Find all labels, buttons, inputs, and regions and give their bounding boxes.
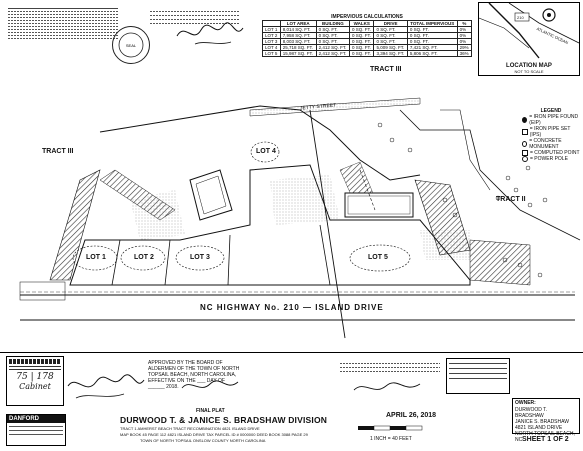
lot-4-label: LOT 4 xyxy=(256,148,276,155)
legend-item-label: = CONCRETE MONUMENT xyxy=(529,138,562,150)
owner-line: NORTH TOPSAIL BEACH, NC xyxy=(515,431,575,443)
legend-item: = CONCRETE MONUMENT xyxy=(522,138,580,150)
impervious-cell: 5,806 SQ. FT. xyxy=(406,50,458,57)
scale-bar xyxy=(358,425,423,431)
signature-scribble xyxy=(176,22,244,45)
impervious-cell: LOT 5 xyxy=(262,50,281,57)
recording-box: 75 | 178 Cabinet xyxy=(6,356,64,406)
house-footprint xyxy=(189,169,233,221)
impervious-cell: 25,718 SQ. FT. xyxy=(279,44,317,51)
location-map: 210 ATLANTIC OCEAN LOCATION MAP NOT TO S… xyxy=(478,2,580,76)
impervious-cell: 5,009 SQ. FT. xyxy=(373,44,408,51)
lot-2-label: LOT 2 xyxy=(134,254,154,261)
recording-stamp-number: 75 | 178 xyxy=(16,372,54,382)
legend-symbol-icon xyxy=(522,156,528,162)
firm-name: DANFORD xyxy=(7,415,65,423)
lot-5-label: LOT 5 xyxy=(368,254,388,261)
owner-box-title: OWNER: xyxy=(515,400,536,406)
tract-iii-left-label: TRACT III xyxy=(42,148,74,155)
legend-item-label: = POWER POLE xyxy=(530,156,568,162)
jetty-street xyxy=(249,97,421,117)
impervious-cell: 0 SQ. FT. xyxy=(349,50,375,57)
title-line-2: MAP BOOK 45 PAGE 112 4821 ISLAND DRIVE T… xyxy=(120,432,308,437)
recording-cabinet: Cabinet xyxy=(19,382,51,391)
scale-text: 1 INCH = 40 FEET xyxy=(370,436,412,442)
location-map-graphic xyxy=(478,2,580,59)
title-line-1: TRACT 1 AMHERST BEACH TRACT RECOMBINATIO… xyxy=(120,426,260,431)
impervious-cell: 0 SQ. FT. xyxy=(349,44,375,51)
location-road-label: 210 xyxy=(517,15,524,20)
surveyor-seal: SEAL xyxy=(112,26,150,64)
location-map-subtitle: NOT TO SCALE xyxy=(514,69,544,74)
legend-item-label: = COMPUTED POINT xyxy=(530,150,580,156)
firm-logo: DANFORD xyxy=(6,414,66,446)
legend-item-label: = IRON PIPE FOUND (EIP) xyxy=(529,114,579,126)
certification-block xyxy=(8,6,118,72)
seal-graphic: SEAL xyxy=(118,32,144,58)
svg-text:SEAL: SEAL xyxy=(126,43,137,48)
lot-1-label: LOT 1 xyxy=(86,254,106,261)
legend-symbol-icon xyxy=(522,150,528,156)
owner-line: DURWOOD T. BRADSHAW xyxy=(515,407,548,419)
legend-item: = COMPUTED POINT xyxy=(522,150,580,156)
impervious-cell: 0 SQ. FT. xyxy=(349,32,375,39)
right-boundary xyxy=(399,109,581,241)
approval-signature xyxy=(181,380,239,389)
sheet-number: SHEET 1 OF 2 xyxy=(522,436,569,443)
title-line-3: TOWN OF NORTH TOPSAIL ONSLOW COUNTY NORT… xyxy=(140,438,266,443)
recording-signature xyxy=(67,374,145,399)
plat-date: APRIL 26, 2018 xyxy=(386,412,437,419)
highway-label: NC HIGHWAY No. 210 — ISLAND DRIVE xyxy=(200,303,384,312)
tree-markers xyxy=(377,122,548,278)
upper-boundary xyxy=(99,105,421,181)
impervious-header-cell: TOTAL IMPERVIOUS xyxy=(406,20,458,27)
owner-line: JANICE S. BRADSHAW xyxy=(515,419,569,425)
legend-symbol-icon xyxy=(522,141,528,147)
legend-item-label: = IRON PIPE SET (IPS) xyxy=(529,126,571,138)
lots-outline xyxy=(69,164,471,286)
impervious-cell: 3,394 SQ. FT. xyxy=(373,50,408,57)
tract-iii-top-label: TRACT III xyxy=(370,66,402,73)
legend: LEGEND = IRON PIPE FOUND (EIP)= IRON PIP… xyxy=(522,108,580,162)
building-lot5 xyxy=(344,192,414,218)
legend-item: = POWER POLE xyxy=(522,156,580,162)
legend-symbol-icon xyxy=(522,129,528,135)
impervious-cell: 0 SQ. FT. xyxy=(349,26,375,33)
review-officer-certification xyxy=(340,360,440,375)
impervious-table-title: IMPERVIOUS CALCULATIONS xyxy=(331,14,403,20)
final-plat-label: FINAL PLAT xyxy=(196,408,225,414)
division-title: DURWOOD T. & JANICE S. BRADSHAW DIVISION xyxy=(120,415,328,425)
legend-item: = IRON PIPE SET (IPS) xyxy=(522,126,580,138)
lot-3-label: LOT 3 xyxy=(190,254,210,261)
impervious-cell: 15,987 SQ. FT. xyxy=(279,50,317,57)
approval-text: APPROVED BY THE BOARD OF ALDERMEN OF THE… xyxy=(148,360,240,390)
notes-box xyxy=(446,358,510,394)
left-hatched-boundary xyxy=(49,169,101,281)
plat-drawing xyxy=(19,97,581,339)
legend-title: LEGEND xyxy=(540,108,562,114)
owner-line: 4821 ISLAND DRIVE xyxy=(515,425,563,431)
legend-item: = IRON PIPE FOUND (EIP) xyxy=(522,114,580,126)
impervious-cell: 2,412 SQ. FT. xyxy=(315,44,351,51)
impervious-cell: 0 SQ. FT. xyxy=(349,38,375,45)
owner-certification xyxy=(150,8,240,48)
impervious-cell: 2,412 SQ. FT. xyxy=(315,50,351,57)
review-officer-signature xyxy=(353,382,421,391)
title-block xyxy=(0,352,583,451)
legend-symbol-icon xyxy=(522,117,528,123)
tract-ii-label: TRACT II xyxy=(496,196,526,203)
location-map-title: LOCATION MAP xyxy=(506,63,552,69)
impervious-cell: 36% xyxy=(456,50,473,57)
